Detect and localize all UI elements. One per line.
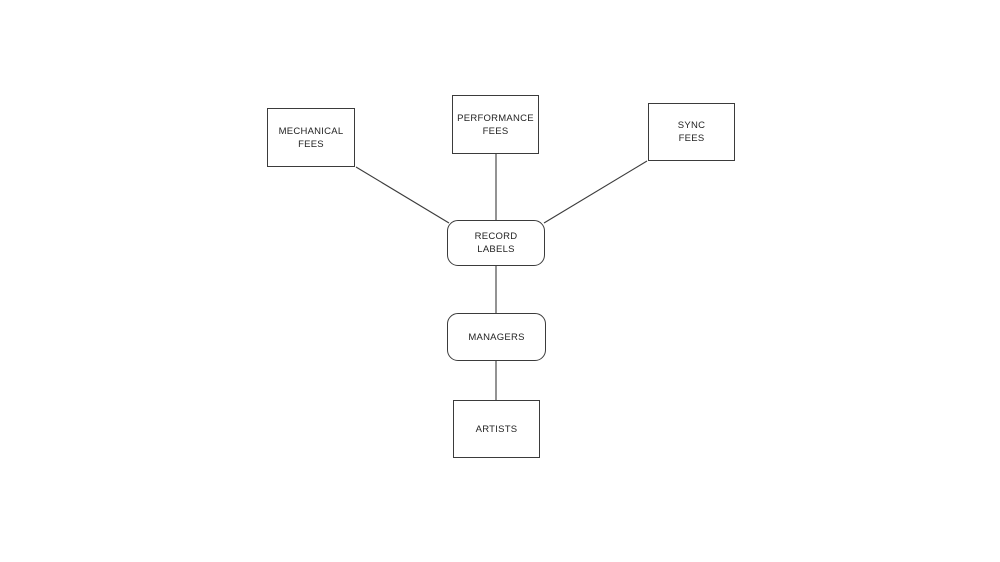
node-mechanical-fees[interactable]: MECHANICAL FEES (267, 108, 355, 167)
connector-sync-fees-to-record-labels (543, 160, 648, 224)
node-record-labels-label: RECORD LABELS (474, 231, 518, 255)
node-sync-fees-label: SYNC FEES (677, 120, 706, 144)
node-managers[interactable]: MANAGERS (447, 313, 546, 361)
node-mechanical-fees-label: MECHANICAL FEES (278, 125, 344, 150)
node-record-labels[interactable]: RECORD LABELS (447, 220, 545, 266)
node-artists-label: ARTISTS (475, 423, 518, 435)
node-sync-fees[interactable]: SYNC FEES (648, 103, 735, 161)
node-artists[interactable]: ARTISTS (453, 400, 540, 458)
node-managers-label: MANAGERS (468, 331, 525, 343)
node-performance-fees[interactable]: PERFORMANCE FEES (452, 95, 539, 154)
node-performance-fees-label: PERFORMANCE FEES (457, 112, 534, 137)
connector-mechanical-fees-to-record-labels (355, 166, 450, 224)
